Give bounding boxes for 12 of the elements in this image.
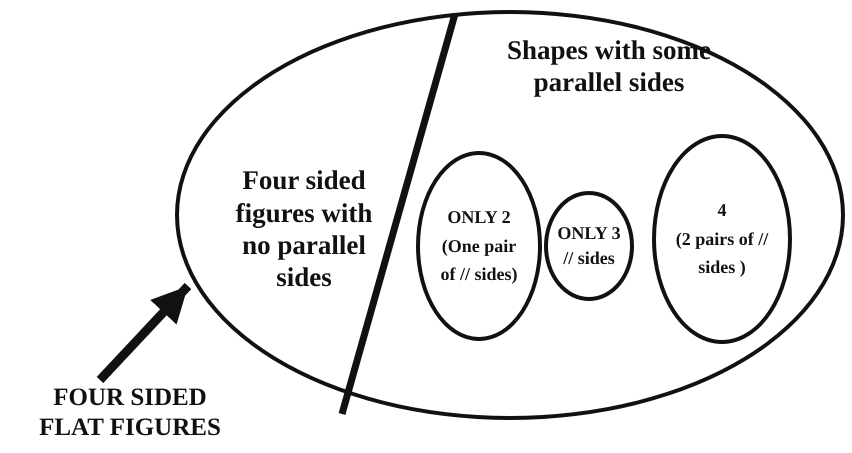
category-label: FOUR SIDED FLAT FIGURES: [38, 383, 222, 443]
arrow: [96, 282, 192, 384]
ellipse-label: 4: [718, 198, 726, 222]
ellipse-label: (2 pairs of // sides ): [674, 228, 770, 280]
subset-ellipse: [416, 151, 542, 341]
ellipse-label: (One pair of // sides): [439, 234, 518, 286]
subset-ellipse: [544, 191, 634, 301]
region-label: Four sided figures with no parallel sides: [234, 164, 374, 294]
ellipse-label: ONLY 3: [557, 222, 621, 245]
ellipse-label: // sides: [563, 247, 615, 270]
ellipse-label: ONLY 2: [447, 206, 511, 229]
subset-ellipse: [652, 134, 792, 344]
